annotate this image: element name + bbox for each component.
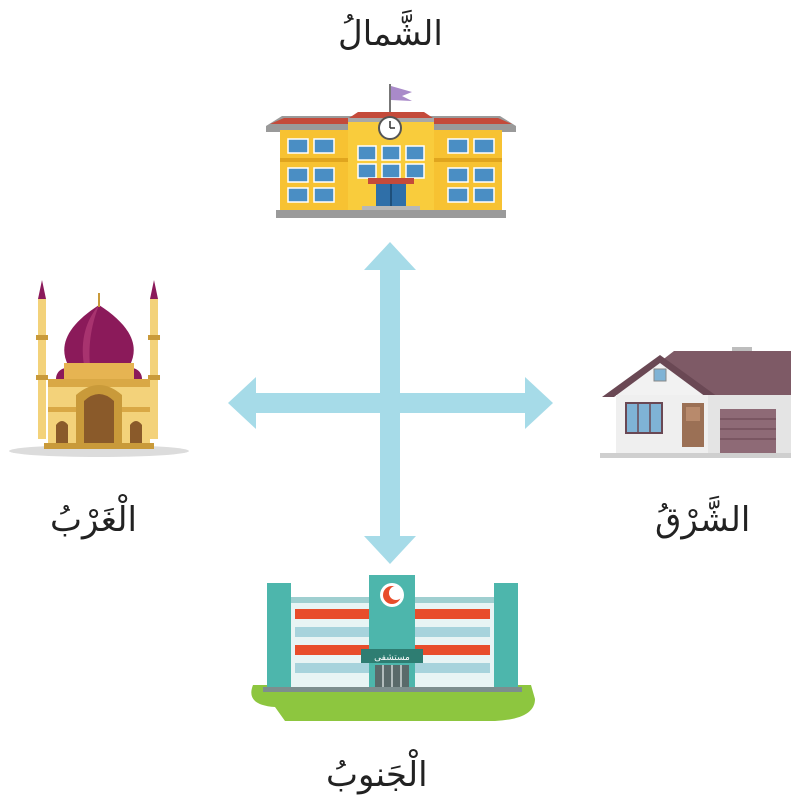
north-label: الشَّمالُ (338, 14, 443, 54)
east-label: الشَّرْقُ (655, 500, 751, 540)
hospital-icon: مستشفى (251, 575, 535, 721)
south-label: الْجَنوبُ (326, 755, 428, 795)
west-label: الْغَرْبُ (50, 500, 137, 540)
house-icon (600, 347, 791, 458)
school-building-icon (266, 84, 516, 218)
mosque-icon (9, 280, 189, 457)
hospital-sign: مستشفى (374, 653, 410, 663)
compass-arrows-icon (228, 242, 553, 564)
